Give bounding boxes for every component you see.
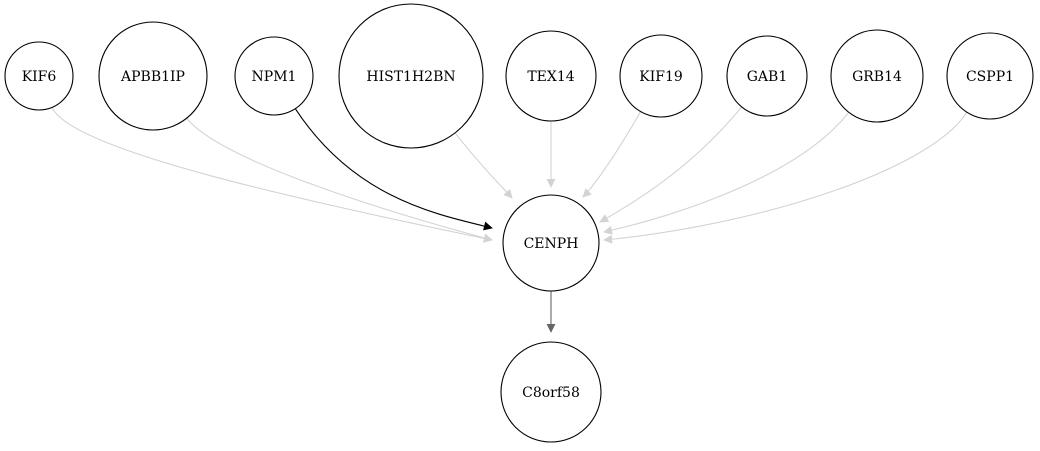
edge-npm1-to-cenph — [294, 108, 493, 231]
node-hist1h2bn: HIST1H2BN — [338, 3, 484, 149]
node-circle — [505, 30, 597, 122]
edge-kif19-to-cenph — [582, 111, 642, 198]
node-circle — [830, 29, 924, 123]
nodes-layer: KIF6 APBB1IP NPM1 HIST1H2BN TEX14 KIF19 GAB1 GR… — [4, 3, 1034, 443]
node-circle — [500, 341, 602, 443]
node-label: GAB1 — [747, 69, 788, 85]
node-tex14: TEX14 — [505, 30, 597, 122]
edge-apbb1ip-to-cenph — [186, 117, 493, 243]
node-kif19: KIF19 — [619, 34, 703, 118]
node-c8orf58: C8orf58 — [500, 341, 602, 443]
edge-grb14-to-cenph — [603, 111, 850, 235]
node-circle — [946, 32, 1034, 120]
node-cspp1: CSPP1 — [946, 32, 1034, 120]
node-circle — [234, 36, 314, 116]
edge-kif6-to-cenph — [51, 107, 493, 243]
node-kif6: KIF6 — [4, 41, 74, 111]
edge-hist1h2bn-to-cenph — [454, 132, 513, 199]
node-circle — [619, 34, 703, 118]
node-label: NPM1 — [252, 69, 297, 85]
node-circle — [726, 35, 808, 117]
node-label: KIF19 — [639, 69, 683, 85]
edge-gab1-to-cenph — [599, 106, 743, 223]
node-label: CSPP1 — [966, 69, 1014, 85]
node-cenph: CENPH — [502, 194, 600, 292]
node-label: GRB14 — [852, 69, 902, 85]
node-label: C8orf58 — [522, 385, 580, 401]
node-label: KIF6 — [22, 69, 57, 85]
node-apbb1ip: APBB1IP — [98, 21, 208, 131]
node-npm1: NPM1 — [234, 36, 314, 116]
node-circle — [4, 41, 74, 111]
node-label: HIST1H2BN — [366, 69, 455, 85]
node-circle — [98, 21, 208, 131]
node-circle — [502, 194, 600, 292]
node-label: APBB1IP — [120, 69, 185, 85]
node-gab1: GAB1 — [726, 35, 808, 117]
node-circle — [338, 3, 484, 149]
edges-layer — [51, 106, 968, 333]
node-label: CENPH — [524, 236, 579, 252]
node-label: TEX14 — [527, 69, 574, 85]
node-grb14: GRB14 — [830, 29, 924, 123]
edge-cspp1-to-cenph — [603, 111, 968, 244]
